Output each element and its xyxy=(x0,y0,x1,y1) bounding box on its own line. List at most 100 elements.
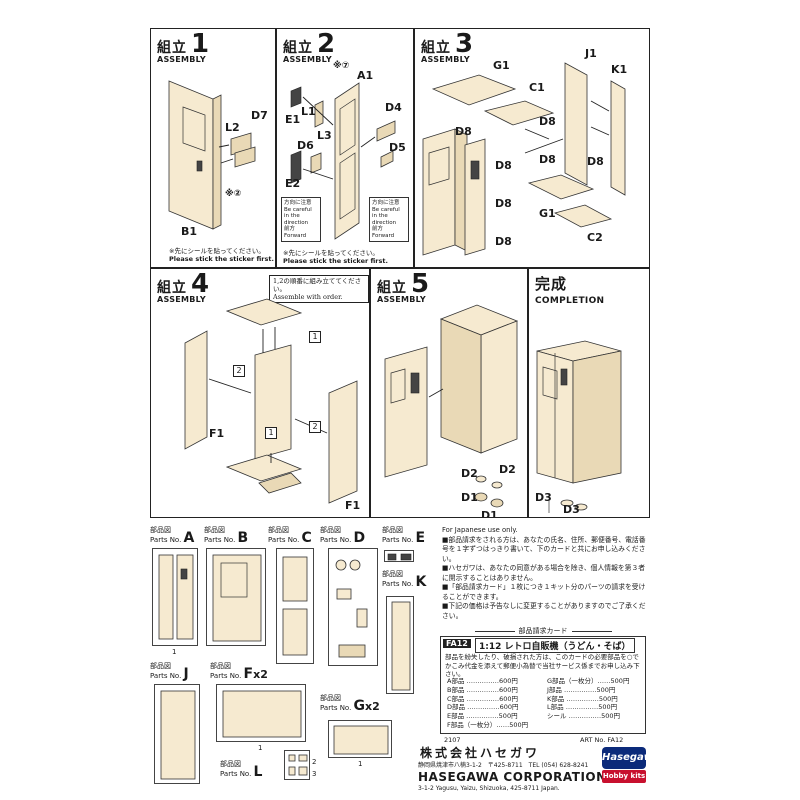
order-card-header: 部品請求カード xyxy=(440,626,646,636)
label-D7: D7 xyxy=(251,109,268,122)
sticker-note-1: ※先にシールを貼ってください。Please stick the sticker … xyxy=(169,247,274,263)
label-D8-2: D8 xyxy=(539,115,556,128)
runner-K xyxy=(386,596,414,694)
label-G1-bottom: G1 xyxy=(539,207,556,220)
completion-drawing xyxy=(536,340,622,513)
label-F1-left: F1 xyxy=(209,427,225,440)
label-D5: D5 xyxy=(389,141,406,154)
label-D8-5: D8 xyxy=(587,155,604,168)
assemble-order-note: 1,2の順番に組み立ててください。Assemble with order. xyxy=(269,275,369,303)
label-F1-bottom: F1 xyxy=(345,499,361,512)
order-mark-2-left: 2 xyxy=(233,365,245,377)
hasegawa-logo: Hasegawa xyxy=(602,747,660,769)
order-mark-2-right: 2 xyxy=(309,421,321,433)
label-K1: K1 xyxy=(611,63,628,76)
runner-A xyxy=(152,548,198,646)
runner-D xyxy=(328,548,378,666)
label-D4: D4 xyxy=(385,101,402,114)
label-D8-7: D8 xyxy=(495,235,512,248)
label-D1-1: D1 xyxy=(461,491,478,504)
step-5-drawing xyxy=(384,304,519,508)
label-D2-2: D2 xyxy=(499,463,516,476)
hobby-kits-logo: Hobby kits xyxy=(602,770,646,783)
label-L1: L1 xyxy=(301,105,316,118)
label-ref-7: ※⑦ xyxy=(333,61,350,71)
label-D3-2: D3 xyxy=(563,503,580,516)
order-mark-1-bottom: 1 xyxy=(265,427,277,439)
runner-G-number: 1 xyxy=(358,760,363,768)
label-E1: E1 xyxy=(285,113,301,126)
runner-C xyxy=(276,548,314,664)
label-C2: C2 xyxy=(587,231,603,244)
label-ref-2: ※② xyxy=(225,189,242,199)
sticker-note-2: ※先にシールを貼ってください。Please stick the sticker … xyxy=(283,249,388,265)
price-list-right: G部品（一枚分）……500円 J部品 ……………500円 K部品 ……………50… xyxy=(547,677,630,721)
parts-order-card: FA12 1:12 レトロ自販機（うどん・そば） 部品を紛失したり、破損された方… xyxy=(440,636,646,734)
label-A1: A1 xyxy=(357,69,374,82)
japanese-notice: For Japanese use only. ■部品請求をされる方は、あなたの氏… xyxy=(442,526,646,620)
runner-E xyxy=(384,550,414,562)
runner-L-number-2: 2 xyxy=(312,758,317,766)
completion-panel: 完成 COMPLETION D3 D3 xyxy=(528,268,650,518)
runner-F-number: 1 xyxy=(258,744,263,752)
step-4-drawing xyxy=(184,298,358,504)
company-address-jp: 静岡県焼津市八楠3-1-2 〒425-8711 TEL (054) 628-82… xyxy=(418,762,589,769)
label-D8-6: D8 xyxy=(495,197,512,210)
label-E2: E2 xyxy=(285,177,301,190)
label-J1: J1 xyxy=(585,47,597,60)
runner-G xyxy=(328,720,392,758)
runner-J xyxy=(154,684,200,784)
price-list-left: A部品 ……………600円 B部品 ……………600円 C部品 ……………600… xyxy=(447,677,529,729)
label-C1: C1 xyxy=(529,81,545,94)
label-G1-top: G1 xyxy=(493,59,510,72)
label-D8-3: D8 xyxy=(495,159,512,172)
label-D8-4: D8 xyxy=(539,153,556,166)
label-L3: L3 xyxy=(317,129,332,142)
label-D6: D6 xyxy=(297,139,314,152)
label-B1: B1 xyxy=(181,225,198,238)
runner-A-number: 1 xyxy=(172,648,177,656)
step-2-drawing xyxy=(290,82,396,240)
runner-B xyxy=(206,548,266,646)
company-name-jp: 株式会社ハセガワ xyxy=(420,746,541,760)
runner-F xyxy=(216,684,306,742)
label-L2: L2 xyxy=(225,121,240,134)
product-code-tag: FA12 xyxy=(443,639,471,648)
label-D8-1: D8 xyxy=(455,125,472,138)
order-card-description: 部品を紛失したり、破損された方は、このカードの必要部品を○でかこみ代金を添えて郵… xyxy=(445,653,640,678)
product-name: 1:12 レトロ自販機（うどん・そば） xyxy=(475,638,635,653)
completion-heading: 完成 COMPLETION xyxy=(535,275,605,306)
runner-L xyxy=(284,750,310,780)
label-D1-2: D1 xyxy=(481,509,498,518)
step-1-drawing xyxy=(168,80,256,230)
company-name-en: HASEGAWA CORPORATION xyxy=(418,770,607,784)
step-3-drawing xyxy=(422,62,626,256)
runner-L-number-3: 3 xyxy=(312,770,317,778)
print-code: 2107 xyxy=(444,736,461,744)
label-D3-1: D3 xyxy=(535,491,552,504)
order-mark-1-top: 1 xyxy=(309,331,321,343)
company-address-en: 3-1-2 Yagusu, Yaizu, Shizuoka, 425-8711 … xyxy=(418,785,560,792)
